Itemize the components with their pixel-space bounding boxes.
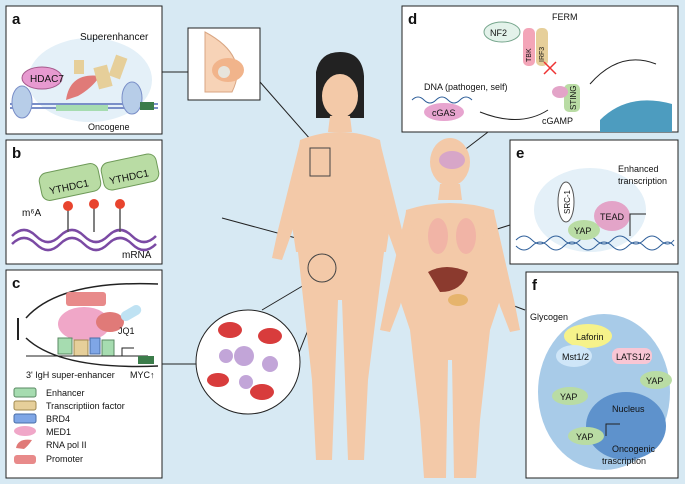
superenhancer-label: Superenhancer xyxy=(80,32,149,43)
m6a-mark xyxy=(63,201,73,211)
nf2-label: NF2 xyxy=(490,28,507,38)
panel-f-letter: f xyxy=(532,277,538,294)
m6a-mark xyxy=(89,199,99,209)
bone-marrow-inset xyxy=(195,309,301,415)
ferm-label: FERM xyxy=(552,12,578,22)
trascription-label: trascription xyxy=(602,456,646,466)
legend-swatch-promoter xyxy=(14,455,36,464)
hdac7-shape xyxy=(21,66,63,90)
nucleus-label: Nucleus xyxy=(612,404,645,414)
ythdc1-shape-2 xyxy=(100,153,160,191)
mrna-label: mRNA xyxy=(122,250,152,261)
laforin-label: Laforin xyxy=(576,332,604,342)
oncogene-box xyxy=(140,102,154,110)
panel-a: a HDAC7 Superenhancer Oncogene xyxy=(5,5,163,135)
breast-inset xyxy=(187,27,261,101)
panel-c-letter: c xyxy=(12,275,20,292)
legend-swatch-rnapol xyxy=(16,439,32,449)
dna-label: DNA (pathogen, self) xyxy=(424,82,508,92)
panel-e: e SRC-1 YAP TEAD Enhanced transcription xyxy=(509,139,679,265)
glycogen-label: Glycogen xyxy=(530,312,568,322)
yap-label-2: YAP xyxy=(560,392,577,402)
mst-label: Mst1/2 xyxy=(562,352,589,362)
yap-label: YAP xyxy=(574,226,591,236)
male-body-illustration xyxy=(380,138,520,478)
ythdc1-shape-1 xyxy=(38,163,102,201)
hdac7-label: HDAC7 xyxy=(30,74,64,85)
legend-label-promoter: Promoter xyxy=(46,454,83,464)
panel-d: d FERM NF2 TBK IRF3 DNA (pathogen, self)… xyxy=(401,5,679,133)
legend-swatch-tf xyxy=(13,400,37,411)
legend-swatch-brd4 xyxy=(13,413,37,424)
legend-label-med1: MED1 xyxy=(46,427,71,437)
female-body-illustration xyxy=(272,52,408,460)
legend-label-enhancer: Enhancer xyxy=(46,388,85,398)
enhanced-label: Enhanced xyxy=(618,164,659,174)
mrna-strand xyxy=(11,228,157,244)
m6a-label: m⁶A xyxy=(22,208,41,219)
oncogene-label: Oncogene xyxy=(88,122,130,132)
myc-label: MYC↑ xyxy=(130,370,155,380)
lats-label: LATS1/2 xyxy=(616,352,650,362)
panel-c: c JQ1 3' IgH super-enhancer MYC↑ Enhance… xyxy=(5,269,163,479)
panel-f: f Glycogen Laforin Mst1/2 LATS1/2 YAP YA… xyxy=(525,271,679,479)
panel-e-letter: e xyxy=(516,145,524,162)
yap-label-3: YAP xyxy=(576,432,593,442)
tbk-label: TBK xyxy=(526,48,533,62)
tead-label: TEAD xyxy=(600,212,625,222)
myc-gene-box xyxy=(138,356,154,364)
legend: Enhancer Transcriptiion factor BRD4 MED1… xyxy=(13,387,125,464)
panel-a-letter: a xyxy=(12,11,21,28)
panel-b-letter: b xyxy=(12,145,21,162)
src1-label: SRC-1 xyxy=(563,189,572,214)
sting-label: STING xyxy=(569,86,578,110)
cgamp-label: cGAMP xyxy=(542,116,573,126)
transcription-label: transcription xyxy=(618,176,667,186)
irf3-label: IRF3 xyxy=(539,47,546,62)
legend-label-brd4: BRD4 xyxy=(46,414,70,424)
cgas-label: cGAS xyxy=(432,108,456,118)
jq1-label: JQ1 xyxy=(118,326,135,336)
yap-label-1: YAP xyxy=(646,376,663,386)
legend-swatch-enhancer xyxy=(13,387,37,398)
panel-b: b YTHDC1 YTHDC1 m⁶A mRNA xyxy=(5,139,163,265)
legend-swatch-med1 xyxy=(14,426,36,436)
legend-label-tf: Transcriptiion factor xyxy=(46,401,125,411)
legend-label-rnapol: RNA pol II xyxy=(46,440,87,450)
m6a-mark xyxy=(115,199,125,209)
oncogenic-label: Oncogenic xyxy=(612,444,656,454)
igh-label: 3' IgH super-enhancer xyxy=(26,370,115,380)
panel-d-letter: d xyxy=(408,11,417,28)
